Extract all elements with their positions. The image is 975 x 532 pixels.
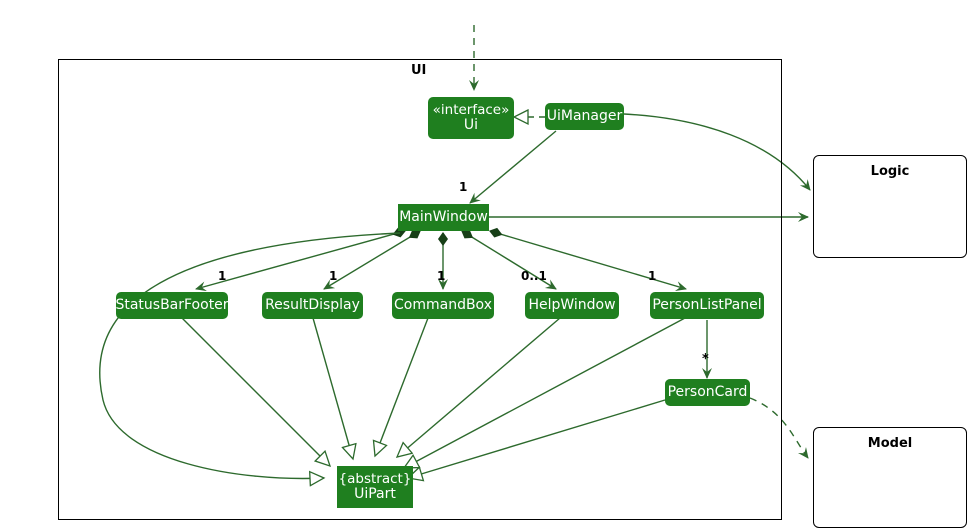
class-command-box-name: CommandBox bbox=[394, 297, 492, 313]
edge-resultdisplay-to-uipart bbox=[312, 317, 353, 459]
class-ui-interface[interactable]: «interface» Ui bbox=[428, 97, 514, 139]
class-ui-name: Ui bbox=[463, 117, 479, 133]
edge-mainwindow-to-personlistpanel bbox=[489, 227, 687, 291]
ui-package-frame bbox=[58, 59, 782, 520]
class-person-list-panel-name: PersonListPanel bbox=[652, 297, 762, 313]
multiplicity-person-card: * bbox=[702, 352, 709, 367]
multiplicity-person-list-panel: 1 bbox=[648, 269, 657, 283]
edge-uimanager-to-logic bbox=[623, 113, 811, 191]
class-person-list-panel[interactable]: PersonListPanel bbox=[650, 292, 764, 319]
ui-package-label: UI bbox=[411, 63, 427, 78]
multiplicity-command-box: 1 bbox=[437, 269, 446, 283]
edge-mainwindow-to-uipart bbox=[99, 232, 401, 478]
class-status-bar-footer-name: StatusBarFooter bbox=[115, 297, 229, 313]
edge-personcard-to-uipart bbox=[408, 399, 666, 478]
class-help-window[interactable]: HelpWindow bbox=[525, 292, 619, 319]
edge-uimanager-realizes-ui bbox=[512, 108, 545, 126]
class-person-card[interactable]: PersonCard bbox=[665, 379, 750, 406]
class-main-window[interactable]: MainWindow bbox=[398, 204, 489, 231]
multiplicity-result-display: 1 bbox=[329, 269, 338, 283]
class-result-display[interactable]: ResultDisplay bbox=[262, 292, 363, 319]
class-ui-part-stereotype: {abstract} bbox=[338, 471, 412, 487]
class-help-window-name: HelpWindow bbox=[528, 297, 616, 313]
multiplicity-main-window: 1 bbox=[459, 180, 468, 194]
class-main-window-name: MainWindow bbox=[399, 209, 488, 225]
edge-mainwindow-to-resultdisplay bbox=[323, 229, 421, 290]
class-ui-part-name: UiPart bbox=[354, 486, 396, 502]
edge-uimanager-to-mainwindow bbox=[469, 130, 557, 204]
edge-personlistpanel-to-uipart bbox=[404, 317, 686, 468]
class-result-display-name: ResultDisplay bbox=[265, 297, 360, 313]
multiplicity-help-window: 0..1 bbox=[521, 269, 547, 283]
logic-package-label: Logic bbox=[870, 164, 910, 179]
class-command-box[interactable]: CommandBox bbox=[392, 292, 494, 319]
edge-helpwindow-to-uipart bbox=[397, 317, 561, 457]
logic-package-frame: Logic bbox=[813, 155, 967, 258]
model-package-frame: Model bbox=[813, 427, 967, 528]
class-ui-stereotype: «interface» bbox=[432, 102, 510, 118]
multiplicity-status-bar-footer: 1 bbox=[218, 269, 227, 283]
model-package-label: Model bbox=[867, 436, 913, 451]
class-status-bar-footer[interactable]: StatusBarFooter bbox=[115, 292, 229, 319]
class-ui-manager[interactable]: UiManager bbox=[545, 103, 624, 130]
edge-statusbarfooter-to-uipart bbox=[181, 317, 330, 466]
class-ui-manager-name: UiManager bbox=[546, 108, 623, 124]
class-person-card-name: PersonCard bbox=[667, 384, 748, 400]
edge-commandbox-to-uipart bbox=[375, 317, 429, 456]
class-ui-part[interactable]: {abstract} UiPart bbox=[337, 466, 413, 508]
